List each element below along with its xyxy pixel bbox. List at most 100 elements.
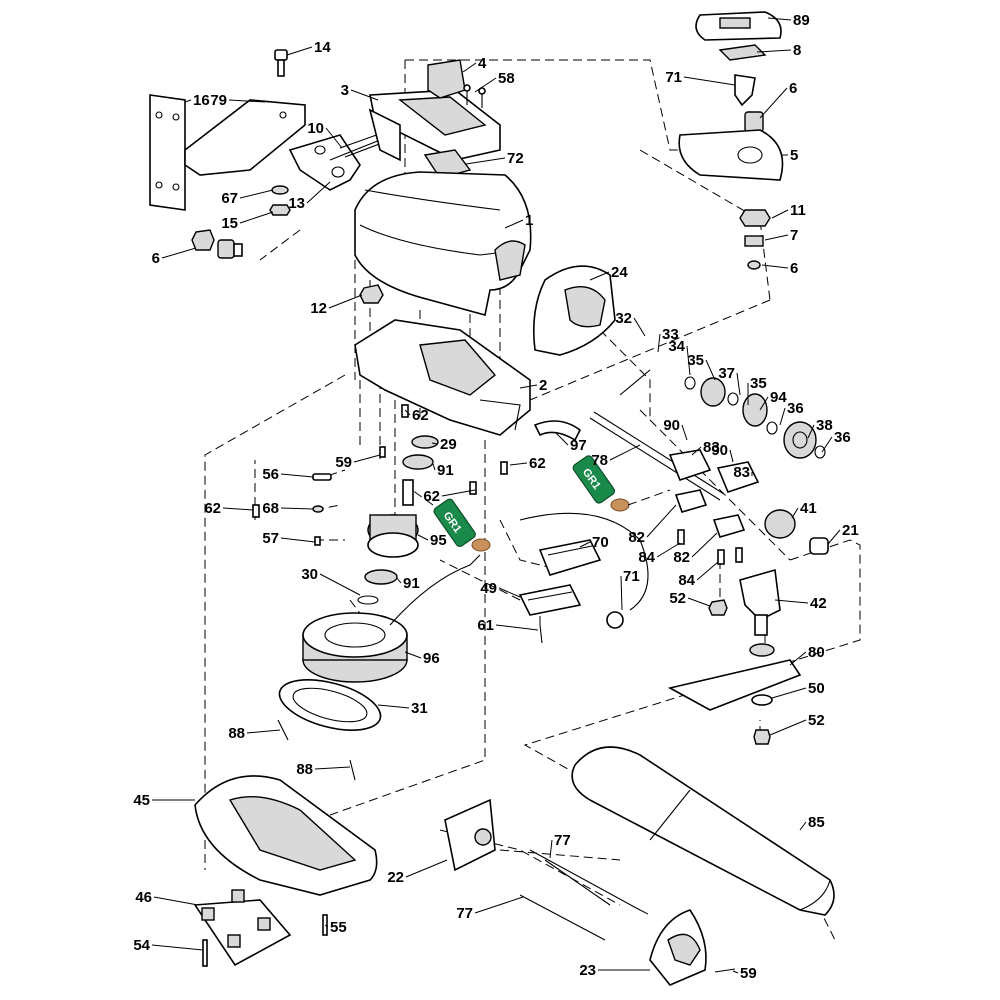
leader-95 xyxy=(417,534,429,541)
nut-15 xyxy=(269,204,291,216)
callout-35: 35 xyxy=(750,375,767,392)
callout-32: 32 xyxy=(615,310,632,327)
leader-35 xyxy=(705,359,716,381)
callout-4: 4 xyxy=(478,55,487,72)
callout-56: 56 xyxy=(262,466,279,483)
leader-94 xyxy=(759,396,769,411)
nut-12 xyxy=(359,284,384,304)
leader-90 xyxy=(681,424,688,441)
stator-96 xyxy=(302,612,408,683)
leader-42 xyxy=(774,599,809,604)
leader-59 xyxy=(732,970,739,974)
leader-12 xyxy=(328,294,363,309)
callout-21: 21 xyxy=(842,522,859,539)
leader-24 xyxy=(589,271,610,281)
callout-33: 33 xyxy=(662,326,679,343)
leader-78 xyxy=(609,444,641,461)
label-72 xyxy=(423,149,472,179)
callout-11: 11 xyxy=(790,202,806,219)
leader-71 xyxy=(620,575,623,611)
leader-55 xyxy=(324,924,329,928)
callout-22: 22 xyxy=(387,869,404,886)
callout-36: 36 xyxy=(834,429,851,446)
callout-61: 61 xyxy=(477,617,494,634)
leader-22 xyxy=(405,859,448,878)
button-8 xyxy=(718,44,767,61)
sealant-tube-right: GR1 xyxy=(572,455,671,512)
motor-rotor-95 xyxy=(367,479,419,558)
callout-10: 10 xyxy=(307,120,324,137)
leader-58 xyxy=(474,77,497,93)
callout-2: 2 xyxy=(539,377,547,394)
leader-10 xyxy=(325,127,343,149)
callout-45: 45 xyxy=(133,792,150,809)
callout-31: 31 xyxy=(411,700,428,717)
bolt-52-lower xyxy=(753,729,771,745)
callout-42: 42 xyxy=(810,595,827,612)
callout-84: 84 xyxy=(638,549,655,566)
leader-80 xyxy=(789,651,807,666)
bearing-91-top xyxy=(402,454,434,470)
leader-14 xyxy=(286,46,313,56)
switch-cover-89 xyxy=(695,11,782,41)
callout-29: 29 xyxy=(440,436,457,453)
clip-71-top xyxy=(734,74,756,107)
leader-79 xyxy=(228,99,266,103)
bushing-21 xyxy=(809,537,829,555)
connector-70 xyxy=(538,539,602,576)
leader-8 xyxy=(756,49,792,53)
leader-91 xyxy=(396,577,402,584)
leader-84 xyxy=(696,561,719,581)
ring-30 xyxy=(357,595,379,605)
callout-90: 90 xyxy=(711,442,728,459)
callout-62: 62 xyxy=(412,407,429,424)
leader-2 xyxy=(519,384,538,389)
cable-glands-11 xyxy=(191,229,243,259)
base-plate-5 xyxy=(678,129,784,181)
callout-52: 52 xyxy=(808,712,825,729)
nut-6 xyxy=(739,209,771,227)
screw-57 xyxy=(314,536,321,546)
callout-24: 24 xyxy=(611,264,628,281)
callout-77: 77 xyxy=(554,832,571,849)
leader-21 xyxy=(827,529,841,545)
screws-58 xyxy=(463,84,486,108)
leader-62 xyxy=(222,507,254,511)
coupling-41 xyxy=(764,509,796,539)
callout-59: 59 xyxy=(335,454,352,471)
leader-13 xyxy=(306,181,331,204)
callout-78: 78 xyxy=(591,452,608,469)
callout-41: 41 xyxy=(800,500,817,517)
washer-6 xyxy=(747,260,761,270)
leader-34 xyxy=(686,345,691,376)
bottom-housing-45 xyxy=(194,775,378,896)
callout-5: 5 xyxy=(790,147,798,164)
leader-90 xyxy=(729,449,734,463)
leader-50 xyxy=(771,687,807,699)
leader-84 xyxy=(656,542,681,558)
bolt-52-upper xyxy=(708,599,728,616)
callout-97: 97 xyxy=(570,437,587,454)
end-cap-24 xyxy=(532,265,616,356)
callout-15: 15 xyxy=(221,215,238,232)
callout-6: 6 xyxy=(152,250,160,267)
cap-4 xyxy=(427,59,466,99)
leader-52 xyxy=(687,597,711,607)
callout-88: 88 xyxy=(228,725,245,742)
leader-6 xyxy=(759,87,788,119)
leader-77 xyxy=(474,896,524,914)
leader-1 xyxy=(504,219,524,229)
callout-6: 6 xyxy=(790,260,798,277)
callout-38: 38 xyxy=(816,417,833,434)
callout-79: 79 xyxy=(210,92,227,109)
callout-13: 13 xyxy=(288,195,305,212)
leader-29 xyxy=(431,442,439,445)
callout-95: 95 xyxy=(430,532,447,549)
washer-68 xyxy=(312,505,324,513)
callout-68: 68 xyxy=(262,500,279,517)
screw-59-lower xyxy=(714,968,736,973)
bearing-91-bottom xyxy=(364,569,398,585)
leader-36 xyxy=(821,436,833,453)
leader-96 xyxy=(404,651,422,659)
